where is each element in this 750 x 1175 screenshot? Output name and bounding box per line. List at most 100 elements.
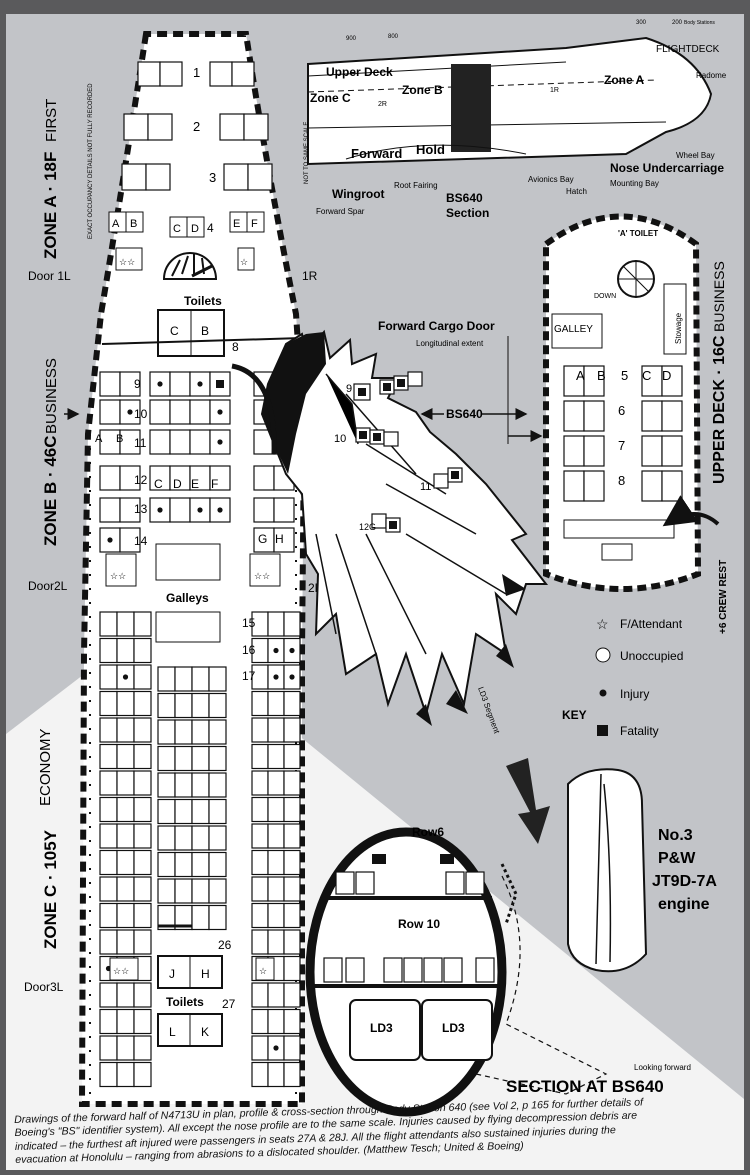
svg-text:Wingroot: Wingroot <box>332 187 385 201</box>
seat <box>99 770 118 796</box>
door-3l: Door3L <box>24 980 64 994</box>
flightdeck-label: FLIGHTDECK <box>656 44 720 55</box>
seat <box>208 904 227 931</box>
svg-text:C: C <box>642 368 651 383</box>
svg-text:Forward Spar: Forward Spar <box>316 207 365 216</box>
seat <box>267 823 285 849</box>
seat <box>133 929 152 955</box>
svg-text:Body Stations: Body Stations <box>684 20 715 26</box>
seat <box>133 796 152 823</box>
svg-text:8: 8 <box>618 473 625 488</box>
seat <box>133 690 152 717</box>
rear-toilets-label: Toilets <box>166 995 204 1009</box>
seat <box>116 770 135 796</box>
svg-text:NOT TO SAME SCALE: NOT TO SAME SCALE <box>304 122 310 184</box>
seat <box>267 690 285 717</box>
svg-text:P&W: P&W <box>658 850 696 867</box>
key-dot-icon <box>599 689 607 697</box>
seat <box>283 743 301 770</box>
seat <box>149 399 171 425</box>
svg-text:Hatch: Hatch <box>566 187 587 196</box>
seat <box>191 692 210 719</box>
svg-text:7: 7 <box>618 438 625 453</box>
svg-text:D: D <box>662 368 671 383</box>
seat <box>174 825 193 851</box>
fatality-marker <box>216 380 224 388</box>
seat <box>133 902 152 929</box>
seat <box>99 902 118 929</box>
seat <box>208 692 227 719</box>
seat <box>174 772 193 798</box>
seat <box>147 113 173 141</box>
key-star-icon: ☆ <box>596 616 609 632</box>
zone-a-class: FIRST <box>43 99 60 142</box>
seat <box>661 365 683 397</box>
svg-text:900: 900 <box>346 36 357 42</box>
seat <box>283 982 301 1008</box>
upper-deck-class: BUSINESS <box>711 261 727 332</box>
door-1r: 1R <box>302 269 318 283</box>
seat <box>133 637 152 664</box>
seat <box>267 796 285 823</box>
seat <box>335 871 355 895</box>
seat <box>99 796 118 823</box>
svg-text:4: 4 <box>207 221 214 235</box>
seat <box>133 611 152 637</box>
seat <box>157 798 176 825</box>
injury-marker <box>217 409 223 415</box>
svg-text:5: 5 <box>621 368 628 383</box>
fatality-marker <box>451 471 459 479</box>
seat <box>283 849 301 876</box>
svg-text:B: B <box>116 433 123 445</box>
cross-section: Row6 Row 10 LD3 LD3 Looking forward SECT… <box>305 825 691 1117</box>
svg-text:10: 10 <box>334 433 346 445</box>
seat <box>116 929 135 955</box>
seat <box>169 399 191 425</box>
seat <box>251 1008 269 1035</box>
seat <box>208 745 227 772</box>
seat <box>407 371 423 387</box>
seat <box>191 825 210 851</box>
seat <box>116 637 135 664</box>
svg-text:JT9D-7A: JT9D-7A <box>652 873 717 890</box>
svg-text:14: 14 <box>134 534 148 548</box>
occupancy-note: EXACT OCCUPANCY DETAILS NOT FULLY RECORD… <box>88 83 94 239</box>
seat <box>99 982 118 1008</box>
seat <box>99 497 121 523</box>
svg-text:Wheel Bay: Wheel Bay <box>676 151 715 160</box>
svg-text:A: A <box>112 218 120 230</box>
seat <box>251 929 269 955</box>
seat <box>345 957 365 983</box>
seat <box>251 1061 269 1088</box>
seat <box>174 878 193 904</box>
seat <box>99 823 118 849</box>
seat <box>208 798 227 825</box>
fatality-marker <box>389 521 397 529</box>
svg-text:6: 6 <box>618 403 625 418</box>
seat <box>661 435 683 467</box>
seat <box>251 849 269 876</box>
svg-text:16: 16 <box>242 643 256 657</box>
seat <box>157 772 176 798</box>
svg-text:Zone C: Zone C <box>310 91 351 105</box>
seat <box>209 465 231 491</box>
seat <box>133 770 152 796</box>
seat <box>251 823 269 849</box>
seat <box>383 431 399 447</box>
svg-text:Hold: Hold <box>416 142 445 157</box>
injury-marker <box>289 674 295 680</box>
seat <box>191 719 210 745</box>
key-label: Fatality <box>620 724 659 738</box>
seat <box>283 1035 301 1061</box>
seat <box>267 876 285 902</box>
seat <box>267 1008 285 1035</box>
seat <box>174 666 193 692</box>
injury-marker <box>127 409 133 415</box>
diagram-canvas: 1 2 3 A B C D E F 4 ☆☆ ☆ Door 1L 1R Toil… <box>6 14 744 1170</box>
door-1l: Door 1L <box>28 269 71 283</box>
seat <box>123 113 149 141</box>
seat <box>251 876 269 902</box>
seat <box>253 497 275 523</box>
seat <box>465 871 485 895</box>
svg-text:Looking forward: Looking forward <box>634 1063 691 1072</box>
